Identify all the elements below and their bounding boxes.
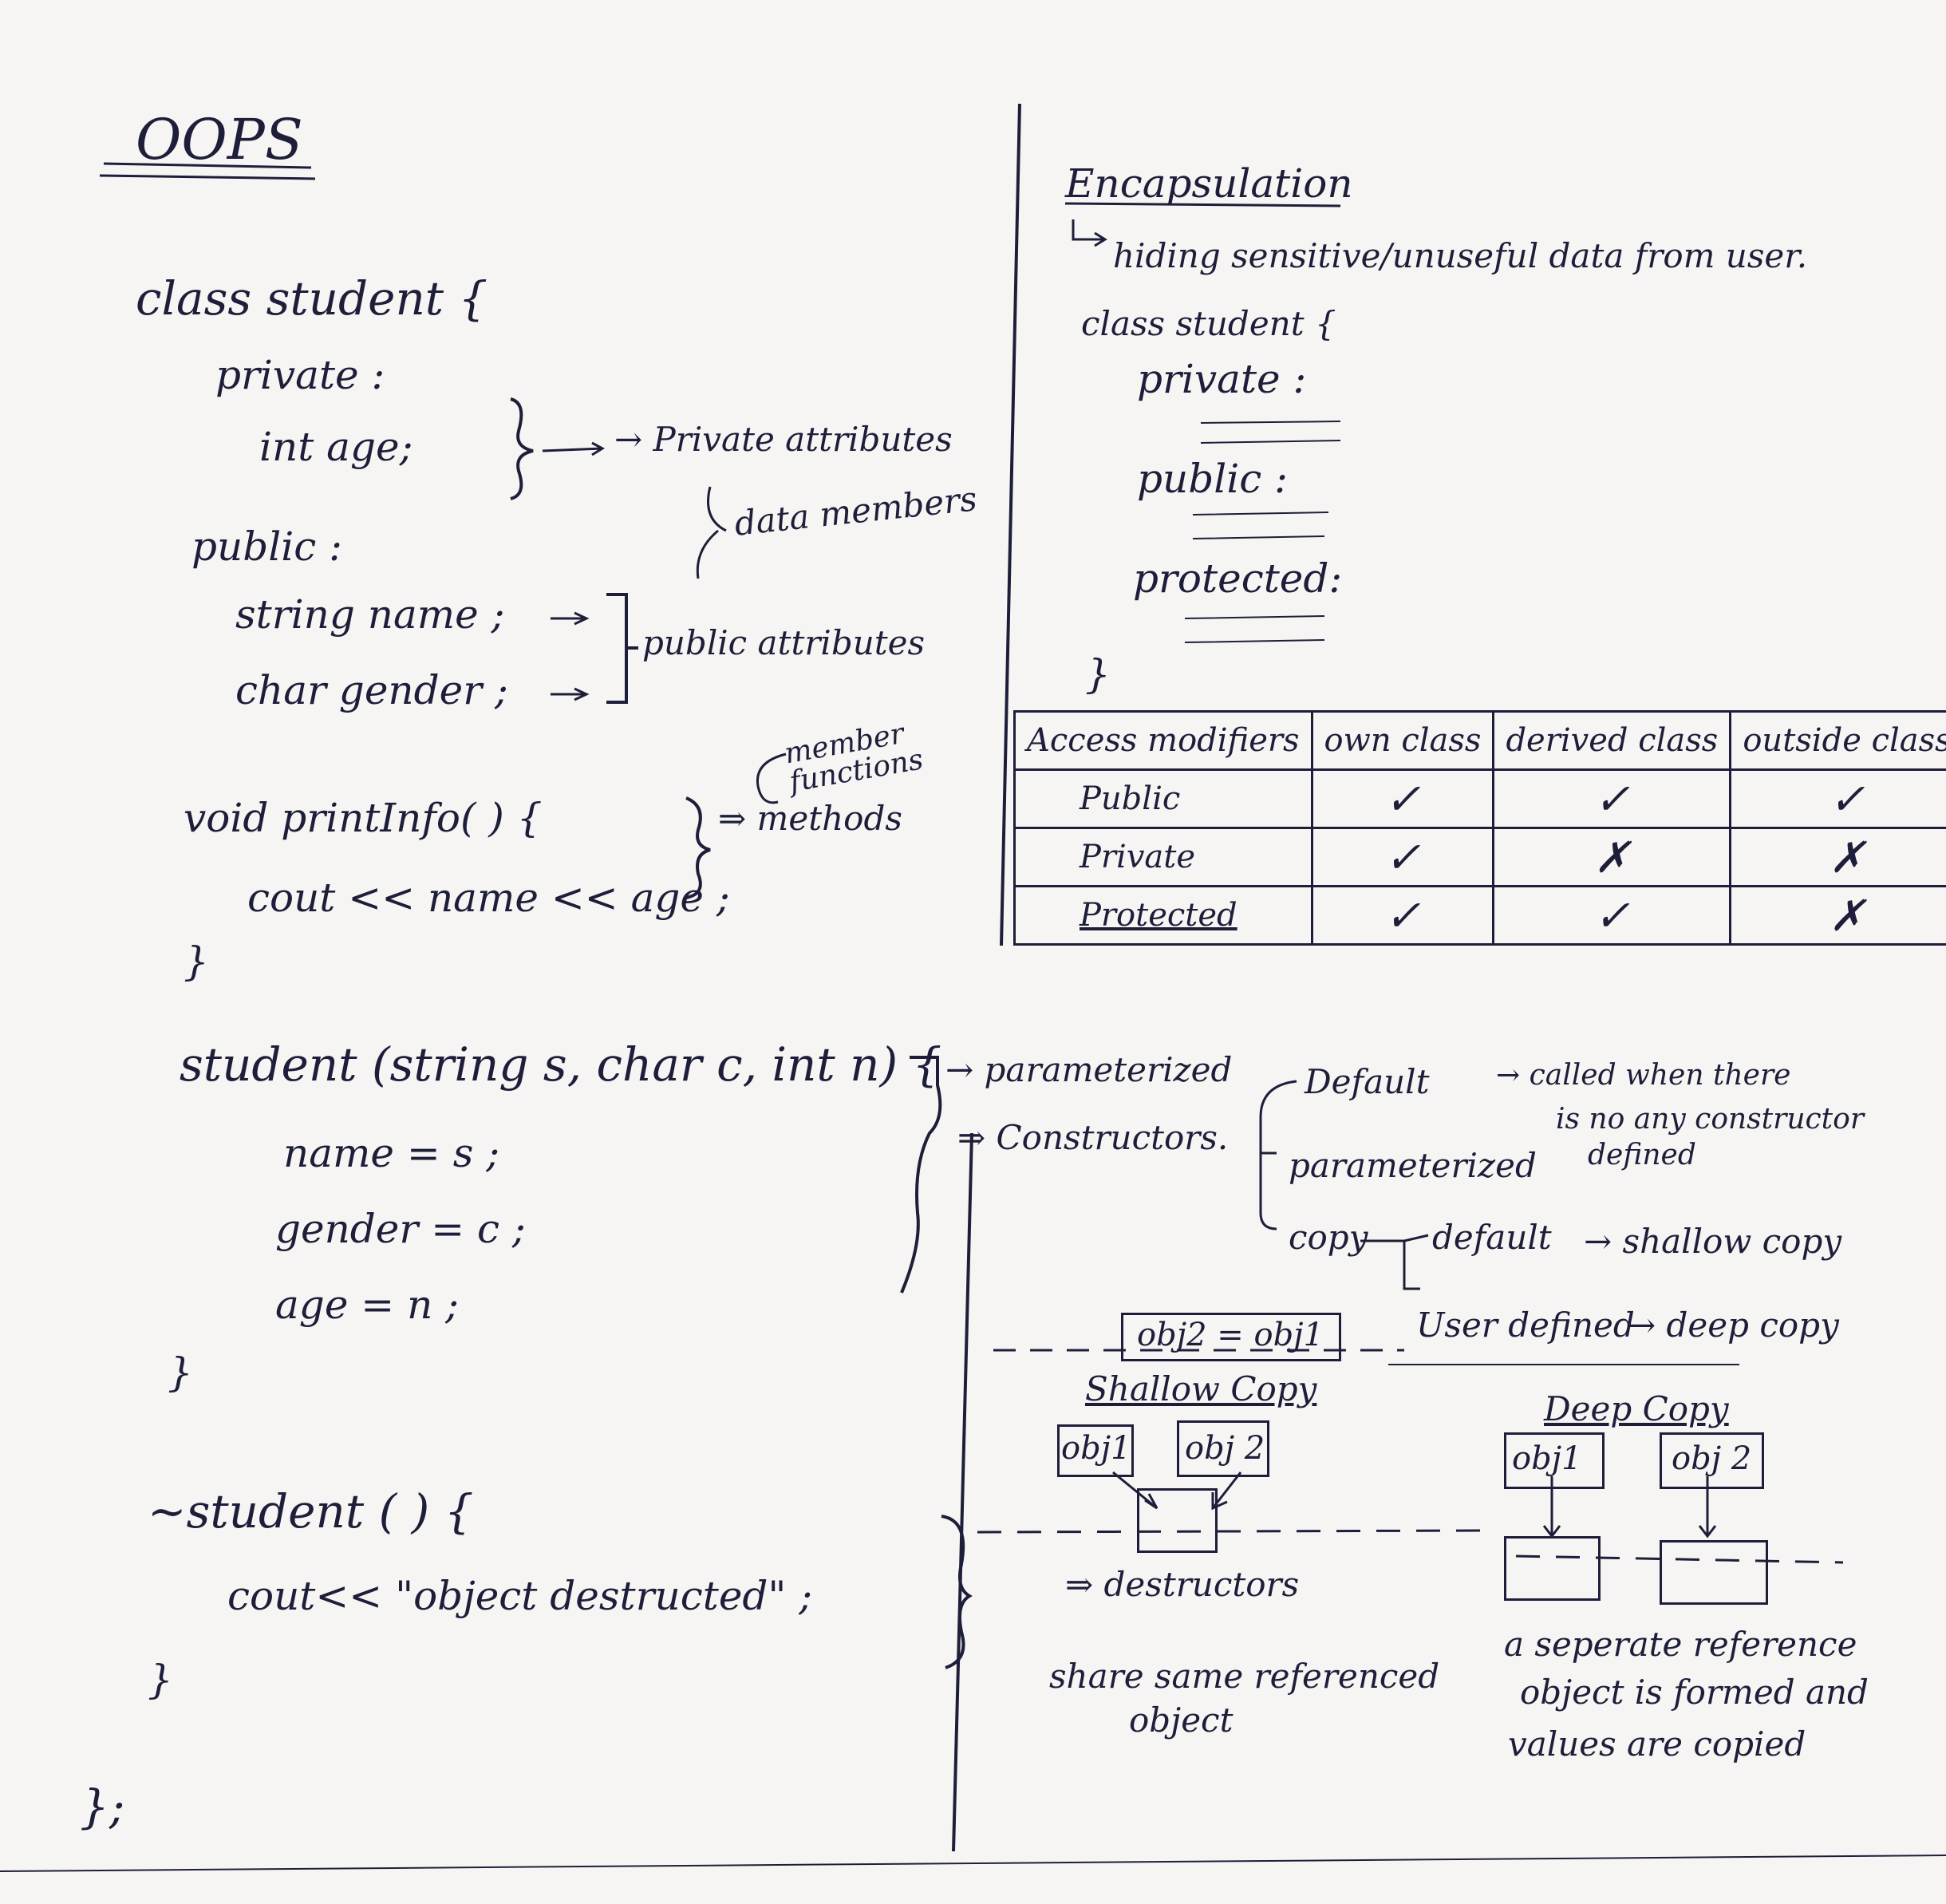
table-row: Private ✓ ✗ ✗ (1013, 827, 1946, 887)
code-private-label: private : (215, 352, 385, 398)
code-gender-assign: gender = c ; (275, 1206, 526, 1252)
ctor-copy: copy (1289, 1218, 1368, 1257)
code-ctor-signature: student (string s, char c, int n) { (180, 1037, 942, 1092)
note-destructors: ⇒ destructors (1065, 1565, 1300, 1604)
shallow-copy-title: Shallow Copy (1085, 1369, 1317, 1408)
note-public-attributes: public attributes (642, 623, 926, 662)
ctor-shallow-copy: → shallow copy (1584, 1222, 1842, 1261)
deep-object-2 (1660, 1540, 1768, 1605)
note-methods: ⇒ methods (718, 799, 902, 838)
check-icon: ✓ (1492, 885, 1732, 946)
encapsulation-desc: hiding sensitive/unuseful data from user… (1113, 236, 1808, 275)
encap-class-open: class student { (1081, 304, 1336, 343)
code-class-open: class student { (136, 271, 488, 326)
note-private-attributes: → Private attributes (614, 420, 953, 459)
note-data-members: data members (732, 479, 979, 543)
ctor-parameterized: parameterized (1289, 1146, 1537, 1185)
code-dtor-signature: ~student ( ) { (148, 1484, 474, 1539)
check-icon: ✓ (1492, 768, 1732, 829)
modifier-name: Protected (1013, 885, 1313, 946)
shallow-desc-1: share same referenced (1049, 1657, 1440, 1696)
shallow-obj1-label: obj1 (1061, 1430, 1131, 1467)
encapsulation-title: Encapsulation (1065, 160, 1353, 207)
deep-copy-title: Deep Copy (1544, 1389, 1729, 1428)
cross-icon: ✗ (1492, 827, 1732, 887)
encap-private-label: private : (1137, 356, 1307, 402)
ctor-default-desc-1: → called when there (1496, 1059, 1791, 1092)
ctor-user-defined: User defined (1416, 1306, 1635, 1345)
ctor-default: Default (1305, 1062, 1430, 1101)
code-class-close: }; (80, 1780, 125, 1834)
ctor-deep-copy: → deep copy (1628, 1306, 1839, 1345)
code-name-assign: name = s ; (283, 1130, 500, 1176)
check-icon: ✓ (1310, 885, 1495, 946)
assignment-label: obj2 = obj1 (1137, 1317, 1324, 1353)
code-cout-line: cout << name << age ; (247, 875, 730, 921)
deep-obj1-box (1504, 1432, 1605, 1489)
ctor-default-desc-2: is no any constructor (1556, 1103, 1865, 1136)
check-icon: ✓ (1310, 768, 1495, 829)
shallow-obj1-box (1057, 1424, 1134, 1477)
deep-obj2-box (1660, 1432, 1764, 1489)
deep-object-1 (1504, 1536, 1601, 1601)
code-public-label: public : (191, 523, 342, 570)
ctor-default-desc-3: defined (1588, 1139, 1696, 1171)
cross-icon: ✗ (1729, 827, 1946, 887)
code-close-brace-3: } (148, 1657, 173, 1703)
deep-desc-1: a seperate reference (1504, 1625, 1857, 1664)
cross-icon: ✗ (1729, 885, 1946, 946)
table-row: Protected ✓ ✓ ✗ (1013, 885, 1946, 946)
deep-desc-2: object is formed and (1520, 1673, 1869, 1712)
modifier-name: Public (1013, 768, 1313, 829)
code-void-print: void printInfo( ) { (184, 795, 543, 841)
encap-close: } (1085, 651, 1111, 697)
encap-public-label: public : (1137, 456, 1288, 502)
code-age-assign: age = n ; (275, 1282, 460, 1328)
table-header: derived class (1492, 710, 1732, 771)
table-header: outside class (1729, 710, 1946, 771)
table-header-row: Access modifiers own class derived class… (1013, 710, 1946, 771)
table-row: Public ✓ ✓ ✓ (1013, 768, 1946, 829)
check-icon: ✓ (1310, 827, 1495, 887)
check-icon: ✓ (1729, 768, 1946, 829)
code-dtor-cout: cout<< "object destructed" ; (227, 1573, 813, 1619)
code-char-gender: char gender ; (235, 667, 508, 713)
code-close-brace-1: } (184, 938, 209, 985)
deep-desc-3: values are copied (1508, 1724, 1806, 1764)
encap-protected-label: protected: (1133, 555, 1343, 602)
deep-obj1-label: obj1 (1512, 1440, 1582, 1477)
shallow-shared-object (1137, 1488, 1218, 1553)
table-header: own class (1310, 710, 1495, 771)
modifier-name: Private (1013, 827, 1313, 887)
code-close-brace-2: } (168, 1349, 193, 1396)
note-constructors: ⇒ Constructors. (957, 1118, 1229, 1157)
shallow-obj2-label: obj 2 (1185, 1430, 1265, 1467)
assignment-box (1121, 1313, 1341, 1361)
page-title: OOPS (136, 107, 303, 172)
code-string-name: string name ; (235, 591, 505, 638)
access-modifiers-table: Access modifiers own class derived class… (1013, 710, 1946, 946)
note-parameterized: → parameterized (945, 1050, 1233, 1089)
deep-obj2-label: obj 2 (1672, 1440, 1752, 1477)
shallow-obj2-box (1177, 1420, 1269, 1477)
code-int-age: int age; (259, 424, 413, 470)
shallow-desc-2: object (1129, 1701, 1234, 1740)
table-header: Access modifiers (1013, 710, 1313, 771)
note-member-functions: member functions (782, 717, 926, 799)
ctor-copy-default: default (1432, 1218, 1552, 1257)
